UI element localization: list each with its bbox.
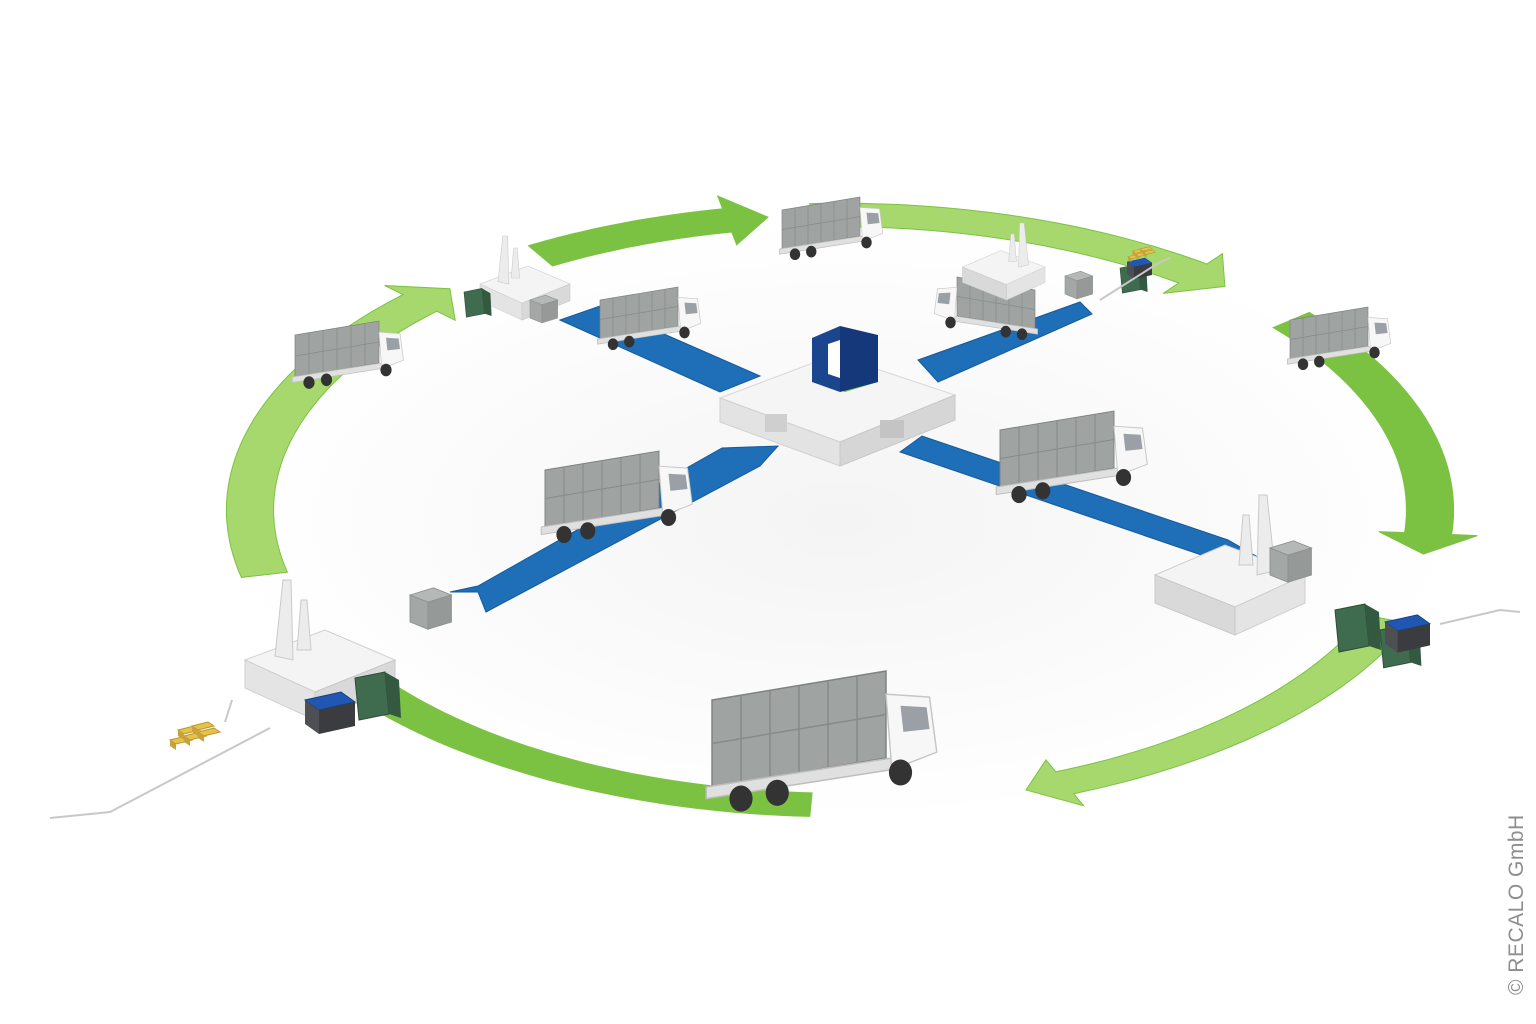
- container-bin-icon: [1383, 614, 1432, 653]
- gold-bars-icon: [1127, 246, 1157, 263]
- factory-icon: [961, 222, 1046, 301]
- copyright-text: © RECALO GmbH: [1505, 814, 1528, 995]
- container-bin-icon: [354, 671, 401, 721]
- recalo-logo-icon: [812, 326, 878, 392]
- container-bin-icon: [1334, 603, 1381, 653]
- container-bin-icon: [463, 288, 492, 318]
- truck-icon: [540, 450, 693, 544]
- hub-building-icon: [718, 354, 957, 467]
- ground-line: [1099, 257, 1171, 301]
- factories: [243, 222, 1307, 721]
- container-bin-icon: [303, 691, 357, 734]
- pallet-stack-icon: [408, 587, 453, 630]
- loop-arrow: [527, 195, 769, 267]
- spoke-arrow: [449, 445, 780, 613]
- ground-line: [1439, 608, 1521, 625]
- misc-items: [49, 246, 1521, 819]
- factory-icon: [1153, 494, 1307, 636]
- loop-arrow: [1025, 614, 1411, 807]
- gold-bars-icon: [168, 721, 222, 750]
- ground-line: [49, 727, 271, 819]
- pallet-stack-icon: [1268, 540, 1313, 583]
- truck-icon: [291, 320, 404, 389]
- truck-icon: [995, 410, 1148, 504]
- floor-shadow: [220, 220, 1460, 820]
- truck-icon: [779, 196, 884, 261]
- truck-icon: [597, 286, 702, 351]
- truck-icon: [1287, 306, 1392, 371]
- pallet-stack-icon: [529, 294, 559, 324]
- loop-arrow: [1272, 311, 1478, 555]
- trucks: [291, 196, 1392, 812]
- pallet-stack-icon: [1064, 270, 1094, 300]
- ground-line: [224, 699, 233, 723]
- loop-arrow: [809, 202, 1226, 294]
- truck-icon: [705, 670, 938, 812]
